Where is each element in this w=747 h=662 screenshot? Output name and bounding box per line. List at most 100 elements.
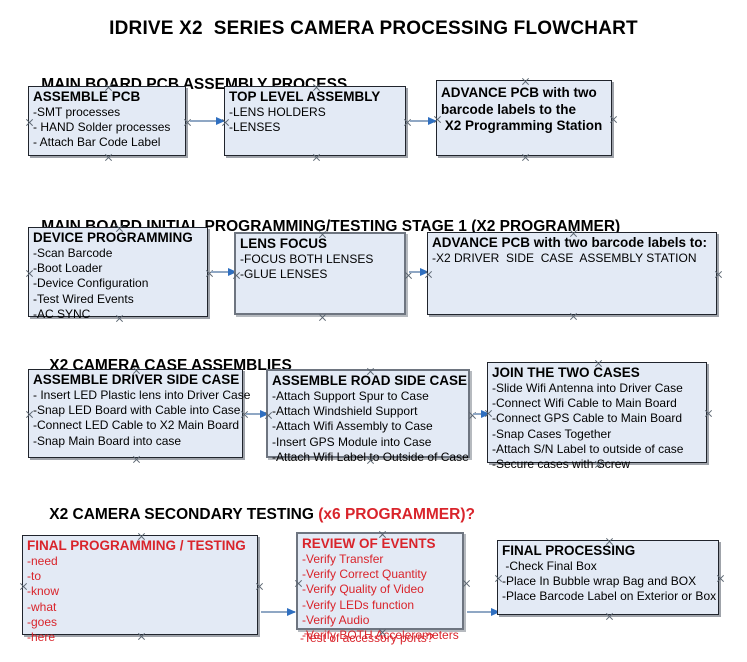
box-join-the-two-cases[interactable]: JOIN THE TWO CASES -Slide Wifi Antenna i…	[487, 362, 707, 471]
section-title-accent: (x6 PROGRAMMER)?	[318, 506, 475, 523]
connection-handle-right[interactable]	[404, 271, 413, 280]
box-line: -Attach Wifi Label to Outside of Case	[272, 449, 469, 464]
box-heading: ADVANCE PCB with two barcode labels to:	[432, 235, 708, 250]
connection-handle-bottom[interactable]	[312, 153, 321, 162]
connection-handle-bottom[interactable]	[104, 153, 113, 162]
box-heading: ASSEMBLE PCB	[33, 89, 141, 104]
box-heading: FINAL PROCESSING	[502, 543, 636, 558]
box-line: -Place Barcode Label on Exterior or Box	[502, 589, 717, 604]
box-heading: LENS FOCUS	[240, 236, 328, 251]
box-line: -Snap Main Board into case	[33, 433, 182, 448]
box-line: -Secure cases with Screw	[492, 457, 631, 472]
box-line: - Insert LED Plastic lens into Driver Ca…	[33, 388, 251, 402]
box-line: -Attach Wifi Assembly to Case	[272, 419, 433, 434]
connector-final-programming-to-review-of-events	[261, 607, 296, 616]
connection-handle-right[interactable]	[183, 118, 192, 127]
box-line: - HAND Solder processes	[33, 120, 171, 135]
box-heading: ASSEMBLE DRIVER SIDE CASE	[33, 372, 240, 387]
box-heading: TOP LEVEL ASSEMBLY	[229, 89, 381, 104]
box-line: -Connect Wifi Cable to Main Board	[492, 396, 677, 411]
connection-handle-right[interactable]	[716, 574, 725, 583]
box-line: -need	[27, 554, 58, 568]
box-line: -Attach S/N Label to outside of case	[492, 441, 684, 456]
connection-handle-bottom[interactable]	[605, 612, 614, 621]
connection-handle-bottom[interactable]	[569, 312, 578, 321]
box-assemble-road-side-case[interactable]: ASSEMBLE ROAD SIDE CASE -Attach Support …	[266, 369, 470, 464]
box-heading: REVIEW OF EVENTS	[302, 536, 436, 551]
box-line: -Device Configuration	[33, 276, 149, 291]
box-line: -Place In Bubble wrap Bag and BOX	[502, 574, 697, 589]
page-title: IDRIVE X2 SERIES CAMERA PROCESSING FLOWC…	[109, 18, 638, 39]
box-line: -Boot Loader	[33, 261, 103, 276]
box-line: -Verify Audio	[302, 612, 370, 627]
connection-handle-right[interactable]	[609, 115, 618, 124]
box-line: -Verify Transfer	[302, 552, 384, 566]
connector-device-programming-to-lens-focus	[211, 267, 237, 276]
box-line: -Attach Windshield Support	[272, 404, 418, 419]
box-heading: JOIN THE TWO CASES	[492, 365, 640, 380]
box-device-programming[interactable]: DEVICE PROGRAMMING -Scan Barcode -Boot L…	[28, 227, 208, 321]
box-line: -Connect LED Cable to X2 Main Board	[33, 418, 240, 433]
box-line: -Verify Quality of Video	[302, 582, 424, 597]
box-line: -SMT processes	[33, 105, 121, 119]
box-line: -Insert GPS Module into Case	[272, 434, 432, 449]
box-heading: ASSEMBLE ROAD SIDE CASE	[272, 373, 468, 388]
box-line: -Verify LEDs function	[302, 597, 415, 612]
box-line: -Check Final Box	[502, 559, 597, 573]
box-final-programming-testing[interactable]: FINAL PROGRAMMING / TESTING -need -to -k…	[22, 535, 258, 644]
box-line: -Verify Correct Quantity	[302, 567, 427, 582]
section-title-x2-camera-secondary-testing: X2 CAMERA SECONDARY TESTING (x6 PROGRAMM…	[32, 488, 475, 542]
connection-handle-left[interactable]	[424, 270, 433, 279]
connector-driver-side-to-road-side	[246, 409, 269, 418]
box-line: -what	[27, 599, 57, 614]
connection-handle-right[interactable]	[240, 410, 249, 419]
box-line: -Test Wired Events	[33, 291, 134, 306]
box-heading: FINAL PROGRAMMING / TESTING	[27, 538, 246, 553]
box-overflow-line: -Test of accessory ports?	[300, 631, 434, 645]
box-line: -LENS HOLDERS	[229, 105, 326, 119]
connection-handle-right[interactable]	[205, 269, 214, 278]
connection-handle-right[interactable]	[704, 409, 713, 418]
box-line: -LENSES	[229, 120, 281, 135]
box-line: -AC SYNC	[33, 306, 91, 321]
box-line: -goes	[27, 614, 58, 629]
box-lens-focus[interactable]: LENS FOCUS -FOCUS BOTH LENSES -GLUE LENS…	[234, 232, 406, 315]
connector-review-of-events-to-final-processing	[467, 607, 500, 616]
box-assemble-pcb[interactable]: ASSEMBLE PCB -SMT processes - HAND Solde…	[28, 86, 186, 156]
connection-handle-right[interactable]	[468, 411, 477, 420]
connector-assemble-pcb-to-top-level-assembly	[190, 116, 225, 125]
box-line: ADVANCE PCB with two	[441, 85, 597, 100]
box-heading: DEVICE PROGRAMMING	[33, 230, 193, 245]
arrowhead-icon	[287, 607, 296, 616]
box-top-level-assembly[interactable]: TOP LEVEL ASSEMBLY -LENS HOLDERS -LENSES	[224, 86, 406, 156]
box-line: -know	[27, 584, 60, 599]
box-final-processing[interactable]: FINAL PROCESSING -Check Final Box -Place…	[497, 540, 719, 615]
connection-handle-bottom[interactable]	[132, 455, 141, 464]
box-line: X2 Programming Station	[441, 118, 603, 133]
box-line: -FOCUS BOTH LENSES	[240, 252, 374, 266]
box-line: -Snap LED Board with Cable into Case	[33, 403, 241, 418]
box-line: -Connect GPS Cable to Main Board	[492, 411, 683, 426]
connector-lens-focus-to-advance-pcb	[409, 267, 429, 276]
box-line: -X2 DRIVER SIDE CASE ASSEMBLY STATION	[432, 251, 697, 265]
box-advance-pcb-programming-station[interactable]: ADVANCE PCB with two barcode labels to t…	[436, 80, 612, 156]
box-line: barcode labels to the	[441, 101, 577, 117]
connection-handle-right[interactable]	[714, 270, 723, 279]
section-title-text: X2 CAMERA SECONDARY TESTING	[49, 506, 319, 523]
box-review-of-events[interactable]: REVIEW OF EVENTS -Verify Transfer -Verif…	[296, 532, 464, 645]
box-line: -Verify BOTH Accelerometers	[302, 628, 459, 643]
box-advance-pcb-driver-side-case[interactable]: ADVANCE PCB with two barcode labels to: …	[427, 232, 717, 315]
connection-handle-bottom[interactable]	[521, 153, 530, 162]
connection-handle-right[interactable]	[403, 118, 412, 127]
connection-handle-right[interactable]	[462, 579, 471, 588]
box-line: -to	[27, 569, 42, 584]
box-line: - Attach Bar Code Label	[33, 135, 161, 150]
box-line: -Snap Cases Together	[492, 426, 612, 441]
box-line: -Slide Wifi Antenna into Driver Case	[492, 381, 683, 395]
connection-handle-bottom[interactable]	[318, 313, 327, 322]
connection-handle-right[interactable]	[255, 582, 264, 591]
box-line: -Attach Support Spur to Case	[272, 389, 429, 403]
box-line: -here	[27, 630, 56, 645]
box-assemble-driver-side-case[interactable]: ASSEMBLE DRIVER SIDE CASE - Insert LED P…	[28, 369, 251, 458]
